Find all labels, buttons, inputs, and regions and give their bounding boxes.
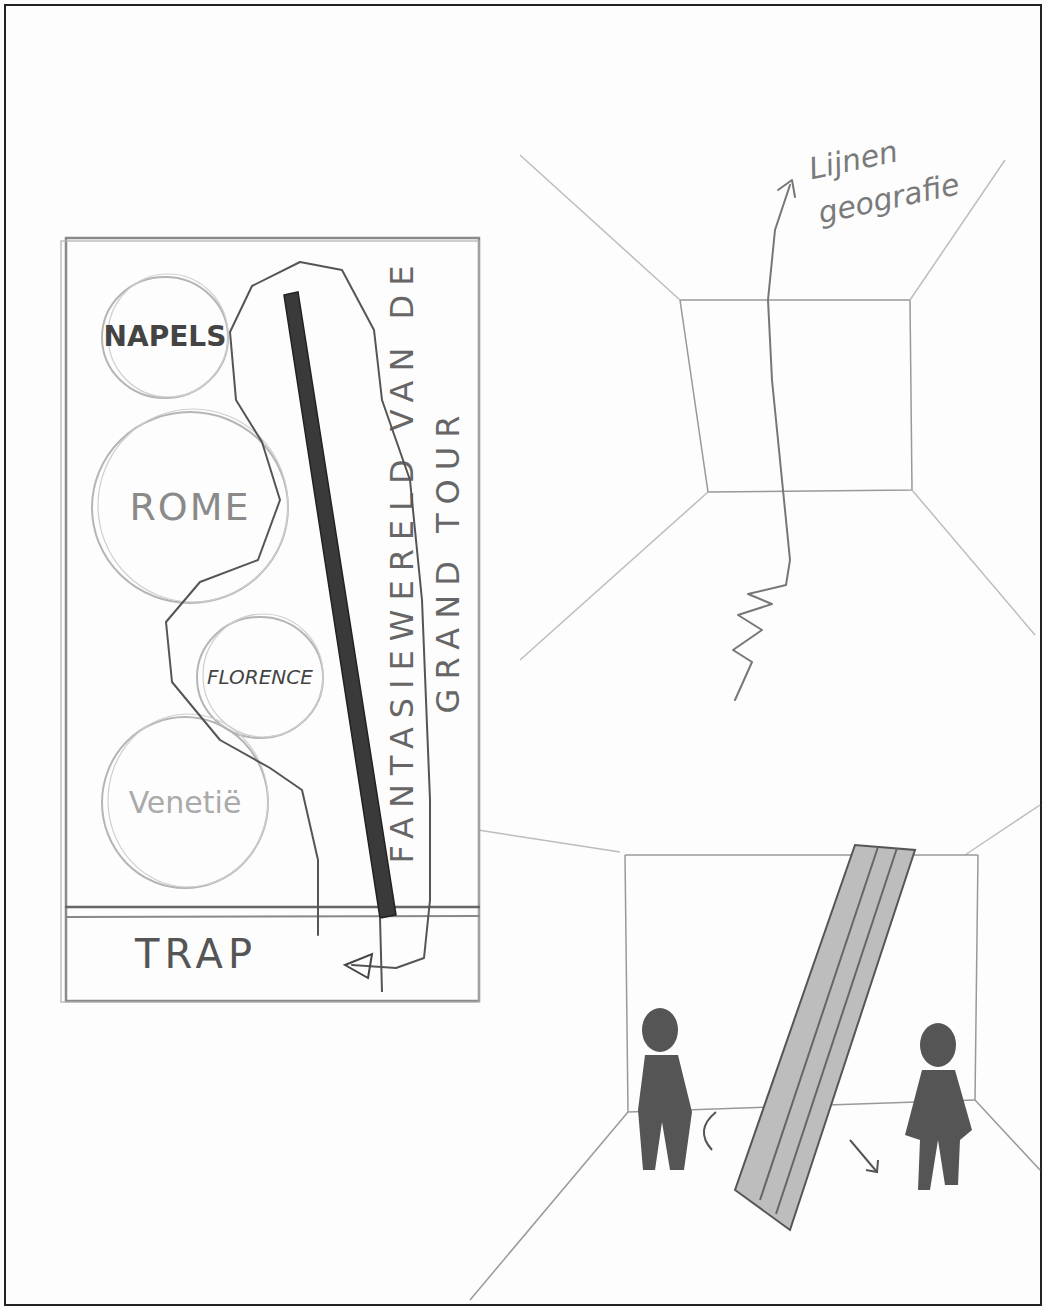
arrow-head — [866, 1160, 878, 1172]
rotation-arrow — [850, 1140, 877, 1172]
room-sketch — [470, 855, 1040, 1300]
circle-outline — [92, 412, 288, 603]
wall-line — [975, 855, 978, 1100]
city-circle: ROME — [90, 410, 290, 605]
visitor-figures — [638, 1008, 972, 1190]
perspective-line — [520, 492, 708, 660]
floor-line — [470, 1112, 628, 1300]
plan-outline — [66, 238, 479, 1001]
node-label: NAPELS — [104, 317, 227, 358]
panel-stripe — [760, 847, 878, 1200]
city-circle: FLORENCE — [195, 615, 325, 740]
back-wall — [680, 300, 912, 492]
band-line — [65, 906, 480, 909]
perspective-line — [912, 490, 1035, 635]
diagonal-bar — [284, 292, 396, 918]
arrow-head — [345, 954, 372, 978]
geography-line — [733, 180, 795, 700]
person-head — [920, 1023, 956, 1067]
perspective-line — [520, 155, 680, 300]
city-circle: NAPELS — [100, 275, 230, 400]
page-frame — [5, 5, 1041, 1305]
squiggle-line — [733, 185, 790, 700]
perspective-line — [965, 805, 1040, 855]
node-label: Venetië — [129, 781, 242, 825]
node-outline — [65, 905, 480, 1002]
bar-end-line — [380, 918, 382, 992]
floor-plan: FANTASIEWERELD VAN DE GRAND TOUR NAPELS RO… — [65, 237, 480, 1002]
arrow-head — [778, 180, 795, 197]
rotation-arrow — [704, 1112, 716, 1150]
person-body — [905, 1070, 972, 1190]
route-line — [166, 262, 430, 968]
node-label: FLORENCE — [207, 663, 313, 692]
perspective-line — [478, 830, 620, 852]
band-line — [65, 916, 480, 917]
circle-outline — [203, 614, 323, 737]
city-circle: Venetië — [100, 715, 270, 890]
floor-line — [975, 1100, 1040, 1170]
circle-outline — [98, 409, 288, 602]
panel-shape — [735, 845, 915, 1230]
circle-outline — [108, 714, 268, 887]
wall-line — [625, 855, 628, 1112]
node-label: TRAP — [135, 925, 257, 983]
person-head — [642, 1008, 678, 1052]
person-body — [638, 1055, 692, 1170]
rotating-panel — [704, 845, 915, 1230]
plan-outline — [61, 241, 479, 1002]
room-perspective — [478, 155, 1040, 855]
exhibit-title: FANTASIEWERELD VAN DE GRAND TOUR — [375, 240, 475, 880]
panel-stripe — [776, 848, 897, 1214]
wall-line — [625, 854, 978, 856]
node-label: ROME — [129, 480, 250, 535]
stair-band: TRAP — [65, 905, 480, 1002]
